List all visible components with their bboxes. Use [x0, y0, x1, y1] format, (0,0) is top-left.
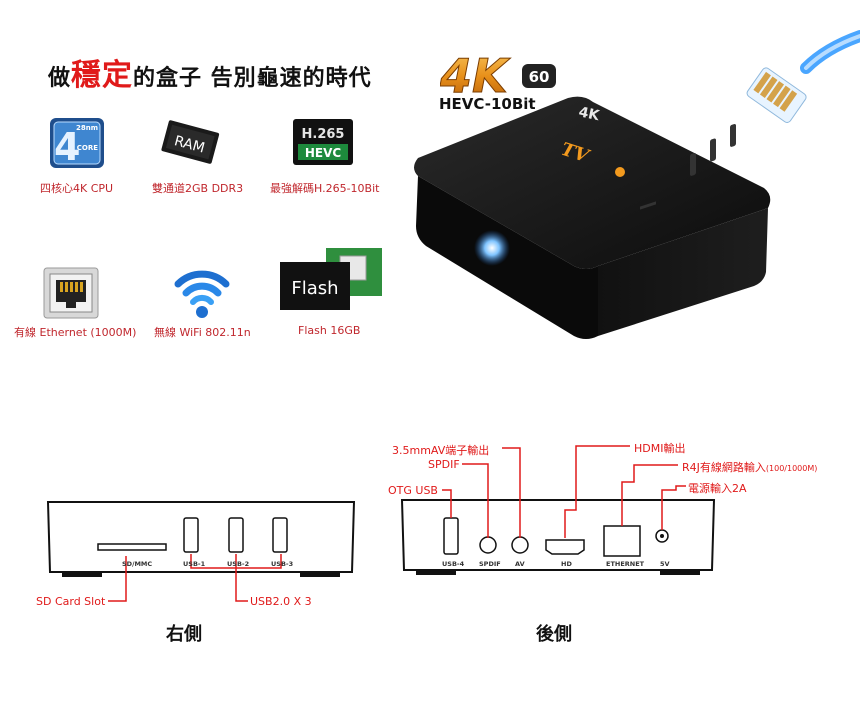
feature-label-wifi: 無線 WiFi 802.11n: [154, 326, 251, 339]
feature-label-ethernet: 有線 Ethernet (1000M): [14, 326, 137, 339]
port-label-hd: HD: [561, 560, 572, 568]
cpu-icon-text-top: 28nm: [76, 124, 98, 132]
port-label-usb1: USB-1: [183, 560, 206, 568]
port-label-usb4: USB-4: [442, 560, 465, 568]
right-side-caption: 右側: [166, 624, 202, 645]
h265-icon: H.265 HEVC: [292, 118, 353, 170]
back-side-caption: 後側: [536, 624, 572, 645]
4k60-badge: 4K 60: [439, 49, 560, 104]
cpu-icon-text-bottom: CORE: [77, 144, 98, 152]
port-label-sd: SD/MMC: [122, 560, 153, 568]
headline-pre: 做: [48, 66, 72, 91]
badge-resolution: 4K: [440, 52, 511, 96]
spdif-callout: SPDIF: [428, 458, 460, 471]
hdmi-output-callout: HDMI輸出: [634, 442, 686, 455]
usb-callout: USB2.0 X 3: [250, 595, 312, 608]
back-side-diagram: [396, 438, 726, 578]
port-label-usb3: USB-3: [271, 560, 294, 568]
power-input-callout: 電源輸入2A: [688, 482, 747, 495]
r4j-input-label: R4J有線網路輸入: [682, 461, 766, 474]
right-side-diagram: [36, 498, 366, 610]
port-label-5v: 5V: [660, 560, 670, 568]
r4j-speed-label: (100/1000M): [765, 464, 818, 473]
sd-card-slot-callout: SD Card Slot: [36, 595, 106, 608]
h265-icon-text-bottom: HEVC: [305, 146, 342, 160]
feature-label-flash: Flash 16GB: [298, 324, 361, 337]
wifi-icon: [172, 262, 230, 318]
ram-icon: RAM: [158, 116, 220, 168]
port-label-spdif: SPDIF: [479, 560, 501, 568]
headline: 做穩定的盒子 告別龜速的時代: [48, 50, 372, 94]
svg-text:4: 4: [54, 125, 80, 169]
network-cable-image: [736, 28, 860, 128]
badge-fps: 60: [529, 68, 550, 86]
otg-usb-callout: OTG USB: [388, 484, 438, 497]
flash-icon: Flash: [278, 246, 388, 314]
av-output-callout: 3.5mmAV端子輸出: [392, 444, 490, 457]
cpu-icon: 4 28nm CORE: [48, 116, 106, 169]
ram-icon-text: RAM: [173, 133, 207, 156]
codec-badge: HEVC-10Bit: [439, 95, 536, 113]
port-label-usb2: USB-2: [227, 560, 250, 568]
box-4k-mark: 4K: [577, 104, 602, 124]
r4j-input-callout: R4J有線網路輸入(100/1000M): [682, 459, 817, 475]
headline-emphasis: 穩定: [71, 58, 134, 93]
feature-label-h265: 最強解碼H.265-10Bit: [270, 182, 380, 195]
headline-post: 的盒子 告別龜速的時代: [133, 66, 372, 91]
port-label-ethernet: ETHERNET: [606, 560, 645, 568]
tv-box-product-image: 4K TV: [408, 96, 778, 346]
port-label-av: AV: [515, 560, 525, 568]
feature-label-ram: 雙通道2GB DDR3: [152, 182, 244, 195]
flash-icon-text: Flash: [291, 278, 338, 299]
feature-label-cpu: 四核心4K CPU: [40, 182, 114, 195]
h265-icon-text-top: H.265: [302, 127, 345, 142]
ethernet-icon: [42, 266, 100, 319]
